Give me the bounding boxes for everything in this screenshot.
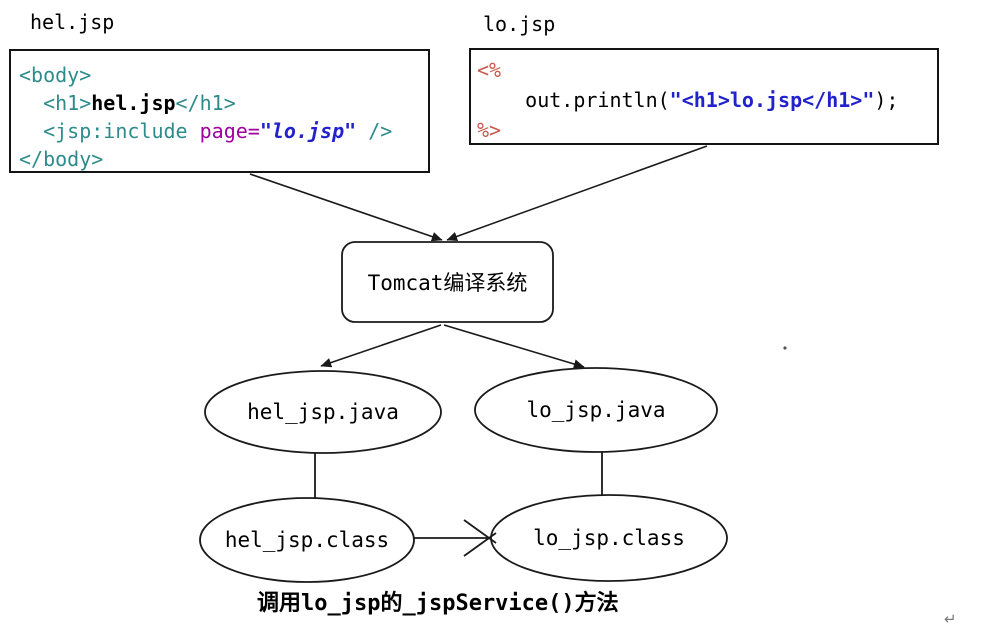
code-line: %> — [477, 115, 937, 145]
open-arrowhead-upper-barb — [463, 519, 497, 544]
node-lo-class-label: lo_jsp.class — [533, 526, 685, 550]
lo-jsp-file-label: lo.jsp — [483, 12, 556, 36]
hel-jsp-file-label: hel.jsp — [30, 10, 115, 34]
stray-dot — [783, 346, 787, 350]
code-line: <body> — [19, 61, 428, 89]
node-hel-class-label: hel_jsp.class — [224, 528, 390, 552]
code-line: <% — [477, 55, 937, 85]
code-line: <jsp:include page="lo.jsp" /> — [19, 117, 428, 145]
diagram-caption: 调用lo_jsp的_jspService()方法 — [257, 591, 619, 616]
code-token-attr: page= — [199, 119, 260, 143]
code-token-tag: </body> — [19, 147, 104, 171]
node-lo-class-ellipse — [490, 494, 728, 582]
code-token-tag: <h1> — [19, 91, 92, 115]
open-arrowhead-lower-barb — [463, 532, 497, 557]
code-token-scriptlet: %> — [477, 118, 502, 142]
node-hel-java-label: hel_jsp.java — [247, 400, 399, 424]
code-line: </body> — [19, 145, 428, 173]
code-token-tag: </h1> — [175, 91, 236, 115]
code-token-text: hel.jsp — [91, 91, 176, 115]
node-lo-java-label: lo_jsp.java — [526, 398, 666, 422]
connector-tomcat-to-lo-java — [443, 324, 585, 369]
connector-hel-to-tomcat — [249, 173, 443, 242]
connector-tomcat-to-hel-java — [320, 324, 442, 368]
tomcat-compiler-box — [341, 241, 554, 323]
code-token-plain: out.println( — [477, 88, 670, 112]
connector-lo-to-tomcat — [446, 145, 708, 242]
node-hel-java-ellipse — [204, 370, 442, 454]
node-hel-class-ellipse — [199, 497, 415, 583]
code-token-string: "<h1>lo.jsp</h1>" — [669, 88, 875, 112]
hel-jsp-code-box: <body> <h1>hel.jsp</h1> <jsp:include pag… — [9, 49, 430, 173]
tomcat-compiler-label: Tomcat编译系统 — [367, 271, 528, 295]
code-line: out.println("<h1>lo.jsp</h1>"); — [477, 85, 937, 115]
code-token-tag: /> — [356, 119, 393, 143]
code-line: <h1>hel.jsp</h1> — [19, 89, 428, 117]
lo-jsp-code-box: <% out.println("<h1>lo.jsp</h1>"); %> — [469, 48, 939, 145]
code-token-string: "lo.jsp" — [259, 119, 357, 143]
carriage-return-mark: ↵ — [944, 610, 957, 628]
code-token-tag: <jsp:include — [19, 119, 200, 143]
code-token-plain: ); — [874, 88, 899, 112]
code-token-tag: <body> — [19, 63, 92, 87]
code-token-scriptlet: <% — [477, 58, 502, 82]
node-lo-java-ellipse — [474, 367, 718, 453]
